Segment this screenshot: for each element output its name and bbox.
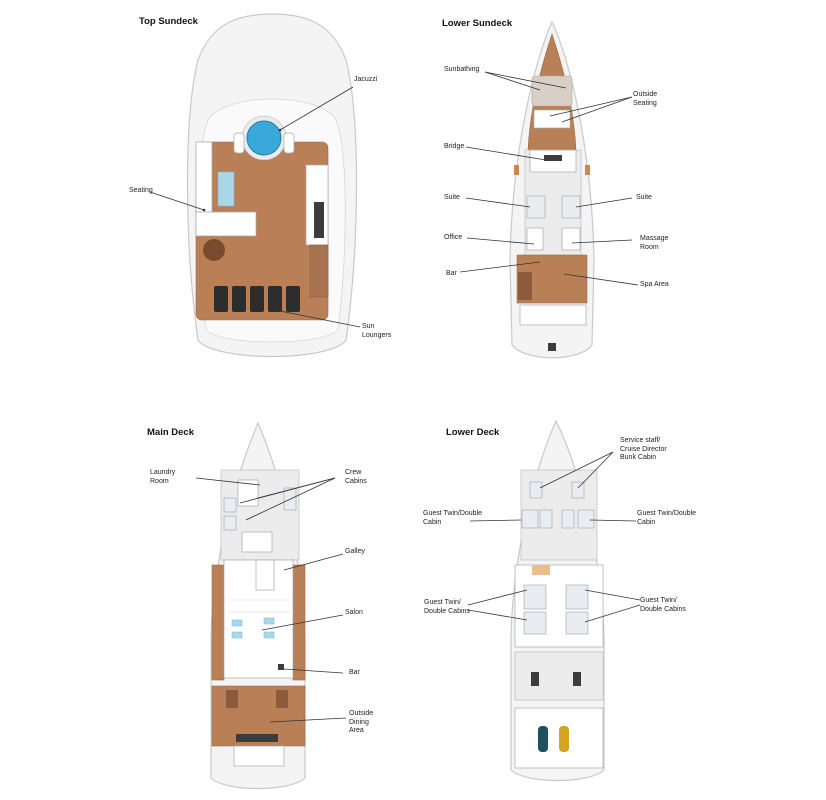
jacuzzi-pool: [246, 120, 282, 156]
label-jacuzzi: Jacuzzi: [354, 76, 378, 83]
lower-deck-title: Lower Deck: [446, 427, 500, 438]
label-salon: Salon: [345, 609, 363, 616]
label-suite-left: Suite: [444, 194, 460, 201]
top-sundeck-plan: [149, 13, 361, 358]
label-bar-sundeck: Bar: [446, 270, 457, 277]
lower-deck-plan: [467, 419, 641, 782]
label-guest-cabins-right: Guest Twin/Double Cabins: [640, 597, 686, 613]
label-sunbathing: Sunbathing: [444, 66, 480, 73]
label-suite-right: Suite: [636, 194, 652, 201]
lower-sundeck-title: Lower Sundeck: [442, 18, 513, 29]
main-deck-plan: [195, 421, 347, 790]
label-galley: Galley: [345, 548, 365, 555]
label-seating: Seating: [129, 187, 153, 194]
salon-tables: [231, 617, 275, 639]
main-deck-title: Main Deck: [147, 427, 194, 438]
label-bridge: Bridge: [444, 143, 465, 150]
sun-loungers: [214, 286, 300, 312]
label-spa-area: Spa Area: [640, 281, 669, 288]
lower-sundeck-plan: [459, 20, 639, 359]
label-office: Office: [444, 234, 463, 241]
label-bar-main: Bar: [349, 669, 360, 676]
top-sundeck-title: Top Sundeck: [139, 16, 198, 27]
label-guest-cabins-left: Guest Twin/Double Cabins: [424, 599, 470, 615]
